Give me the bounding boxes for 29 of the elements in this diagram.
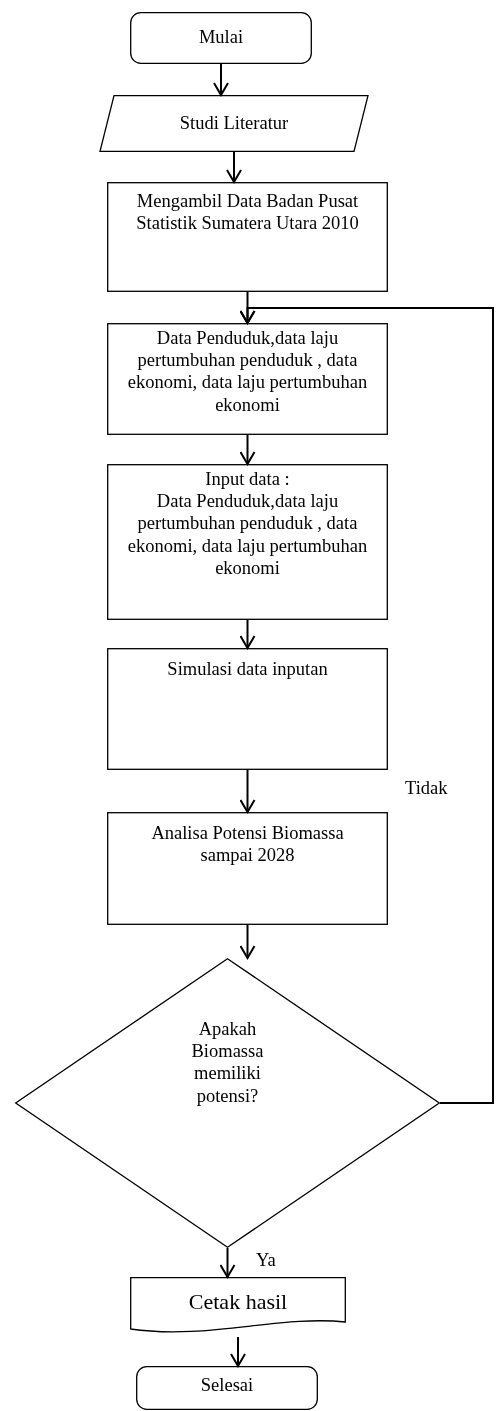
arrow <box>239 307 494 1104</box>
terminal-box <box>130 12 312 64</box>
node-text: Simulasi data inputan <box>167 658 328 681</box>
process-box <box>107 648 388 770</box>
arrow <box>239 769 256 813</box>
terminal-box <box>136 1366 318 1410</box>
node-text: Mulai <box>198 26 244 49</box>
process-box <box>107 182 388 292</box>
node-text: Input data : <box>205 468 290 491</box>
arrow <box>226 151 242 183</box>
node-text: Analisa Potensi Biomassa sampai 2028 <box>150 822 345 867</box>
process-box <box>107 323 388 435</box>
arrow <box>239 924 256 959</box>
node-text: Data Penduduk,data laju pertumbuhan penduduk , data ekonomi, data laju pertumbuhan ekonomi <box>126 490 369 579</box>
node-text: Data Penduduk,data laju pertumbuhan penduduk , data ekonomi, data laju pertumbuhan ekonomi <box>126 327 369 416</box>
node-text: Studi Literatur <box>179 112 289 135</box>
node-text: Mengambil Data Badan Pusat Statistik Sumatera Utara 2010 <box>135 190 360 235</box>
node-text: Apakah Biomassa memiliki potensi? <box>190 1018 265 1107</box>
node-text: Cetak hasil <box>188 1289 288 1316</box>
process-box <box>107 812 388 925</box>
decision-diamond <box>15 958 440 1248</box>
arrow <box>219 1247 236 1278</box>
arrow <box>230 1336 246 1367</box>
process-box <box>107 464 388 620</box>
arrow <box>239 619 256 649</box>
arrow <box>239 434 256 465</box>
input-parallelogram <box>100 95 368 152</box>
node-text: Selesai <box>200 1374 254 1397</box>
arrow <box>213 63 229 96</box>
